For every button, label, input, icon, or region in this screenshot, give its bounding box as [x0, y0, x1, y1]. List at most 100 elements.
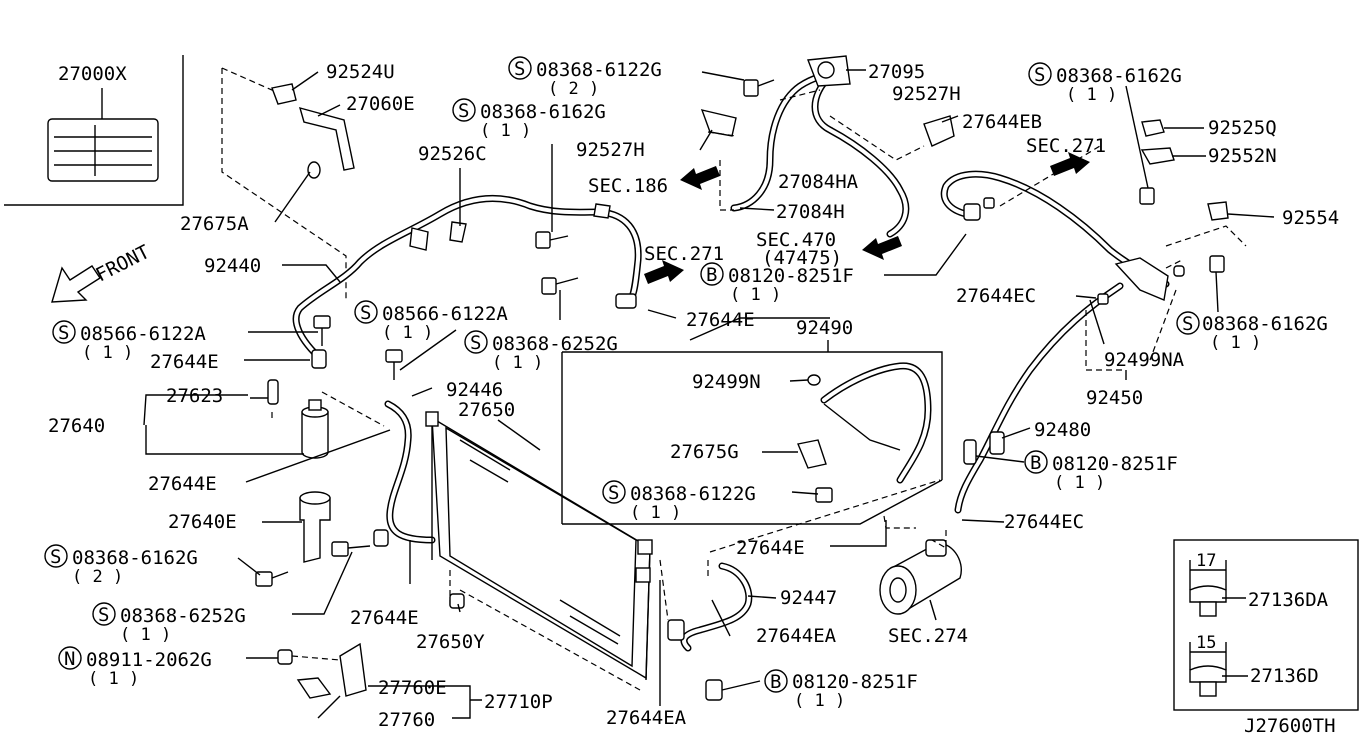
- part-label: 27060E: [346, 93, 415, 115]
- part-label: 27084H: [776, 201, 845, 223]
- part-label: 27644EC: [1004, 511, 1084, 533]
- part-label: 27644E: [686, 309, 755, 331]
- marker-s: S: [98, 604, 109, 626]
- part-label: 08368-6252G: [492, 333, 618, 355]
- part-label: 08368-6122G: [630, 483, 756, 505]
- part-label: 08566-6122A: [382, 303, 508, 325]
- part-label: 08368-6162G: [480, 101, 606, 123]
- qty-label: ( 1 ): [730, 285, 781, 305]
- part-label: 27084HA: [778, 171, 859, 193]
- hose-92440: [292, 194, 642, 369]
- label-box-27000x: [4, 55, 184, 206]
- part-label: 27644E: [350, 607, 419, 629]
- arrow-sec470-icon: [862, 236, 902, 260]
- marker-b: B: [706, 264, 717, 286]
- dimension-label: 17: [1196, 551, 1216, 571]
- arrow-sec186-icon: [680, 166, 720, 190]
- compressor-sec274: [879, 530, 962, 615]
- marker-n: N: [64, 648, 75, 670]
- qty-label: ( 1 ): [480, 121, 531, 141]
- part-label: 08368-6162G: [1056, 65, 1182, 87]
- front-label: FRONT: [92, 241, 153, 287]
- qty-label: ( 1 ): [120, 625, 171, 645]
- part-label: 27650Y: [416, 631, 485, 653]
- part-label: 27644EC: [956, 285, 1036, 307]
- qty-label: ( 1 ): [1054, 473, 1105, 493]
- pipe-92447: [659, 479, 941, 701]
- marker-s: S: [360, 302, 371, 324]
- diagram-code: J27600TH: [1244, 715, 1336, 736]
- part-label: 92527H: [892, 83, 961, 105]
- part-label: 92450: [1086, 387, 1143, 409]
- bolt-08566-6122a-center: [385, 349, 403, 380]
- part-label: 27644E: [150, 351, 219, 373]
- part-label: 27650: [458, 399, 515, 421]
- qty-label: ( 1 ): [794, 691, 845, 711]
- marker-s: S: [50, 546, 61, 568]
- qty-label: ( 1 ): [630, 503, 681, 523]
- part-label: 27675G: [670, 441, 739, 463]
- part-label: 08120-8251F: [728, 265, 854, 287]
- part-label: 08368-6252G: [120, 605, 246, 627]
- part-label: 92480: [1034, 419, 1091, 441]
- marker-circles: S S S S S S S N B S B S S B: [44, 56, 1200, 693]
- bolt-08368-6252g-left: [331, 541, 371, 557]
- part-label: SEC.274: [888, 625, 968, 647]
- part-label: 27644EA: [756, 625, 837, 647]
- bolt-08566-6122a-left: [313, 315, 331, 346]
- qty-label: ( 1 ): [88, 669, 139, 689]
- qty-label: ( 1 ): [1210, 333, 1261, 353]
- dimension-label: 15: [1196, 633, 1216, 653]
- part-label: 92447: [780, 587, 837, 609]
- part-label: 27623: [166, 385, 223, 407]
- part-label: 08368-6162G: [72, 547, 198, 569]
- part-label: 92440: [204, 255, 261, 277]
- part-label: 08368-6162G: [1202, 313, 1328, 335]
- part-label: 92524U: [326, 61, 395, 83]
- part-label: 27760: [378, 709, 435, 731]
- part-label: 92525Q: [1208, 117, 1277, 139]
- part-label: 27644EB: [962, 111, 1042, 133]
- marker-b: B: [1030, 452, 1041, 474]
- qty-label: ( 1 ): [82, 343, 133, 363]
- part-label: 92446: [446, 379, 503, 401]
- qty-label: ( 2 ): [548, 79, 599, 99]
- bolt-08368-6162g-left: [255, 571, 289, 587]
- part-label: 92499NA: [1104, 349, 1185, 371]
- part-label: SEC.470: [756, 229, 836, 251]
- part-label: 92527H: [576, 139, 645, 161]
- condenser-27650: [425, 411, 653, 691]
- pipe-92446: [373, 400, 436, 547]
- qty-label: ( 1 ): [382, 323, 433, 343]
- hose-27084h: [700, 55, 955, 238]
- qty-label: ( 1 ): [1066, 85, 1117, 105]
- part-label: 27675A: [180, 213, 249, 235]
- part-label: 27760E: [378, 677, 447, 699]
- arrow-sec271-a-icon: [644, 260, 684, 284]
- part-label: 27000X: [58, 63, 127, 85]
- bolt-08368-6162g-center: [535, 231, 569, 249]
- hose-92480: [954, 282, 1177, 514]
- part-label: 92490: [796, 317, 853, 339]
- receiver-drier-27640: [267, 379, 385, 563]
- part-label: 08120-8251F: [792, 671, 918, 693]
- qty-label: ( 1 ): [492, 353, 543, 373]
- marker-b: B: [770, 671, 781, 693]
- part-label: 92554: [1282, 207, 1339, 229]
- part-label: 27710P: [484, 691, 553, 713]
- part-label: 27136D: [1250, 665, 1319, 687]
- marker-s: S: [514, 58, 525, 80]
- part-label: SEC.186: [588, 175, 668, 197]
- marker-s: S: [58, 322, 69, 344]
- marker-s: S: [470, 332, 481, 354]
- qty-label: ( 2 ): [72, 567, 123, 587]
- bolt-08368-6122g-top: [743, 79, 775, 97]
- part-label: 27136DA: [1248, 589, 1329, 611]
- part-label: 27644E: [148, 473, 217, 495]
- part-label: 08368-6122G: [536, 59, 662, 81]
- part-label: 27640E: [168, 511, 237, 533]
- inset-box-27136: [1173, 539, 1359, 711]
- bolt-08368-6252g-center: [541, 277, 579, 295]
- inset-box-92490: [561, 351, 943, 525]
